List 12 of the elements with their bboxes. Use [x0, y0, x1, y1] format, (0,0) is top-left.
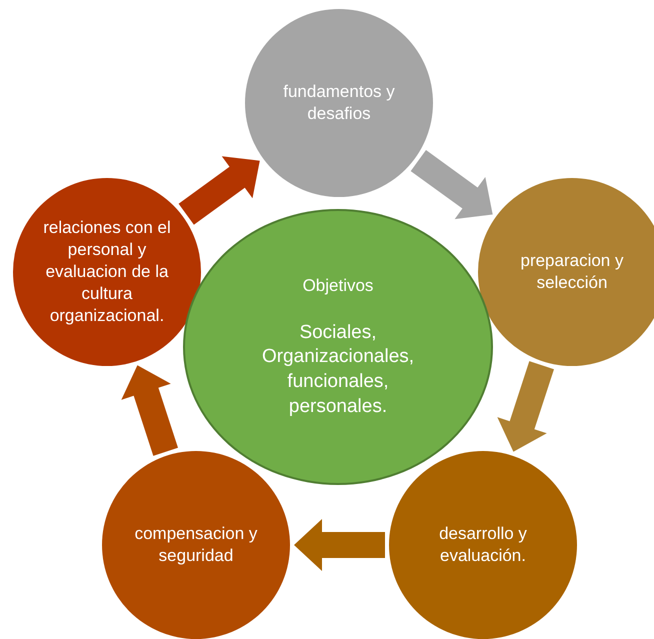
circle-label: relaciones con el personal y evaluacion de la cultura organizacional. [42, 216, 172, 328]
circle-label: preparacion y selección [519, 250, 624, 294]
circle-label: Sociales, Organizacionales, funcionales, personales. [260, 320, 416, 419]
block-arrow [294, 519, 385, 571]
ellipse-heading: Objetivos [302, 274, 374, 297]
block-arrow [497, 361, 554, 452]
circle-label: compensacion y seguridad [134, 522, 258, 567]
circle-label: fundamentos y desafios [282, 80, 396, 125]
block-arrow [178, 156, 260, 225]
block-arrow [121, 365, 178, 456]
circle-label: desarrollo y evaluación. [438, 522, 528, 567]
block-arrow [410, 150, 493, 220]
